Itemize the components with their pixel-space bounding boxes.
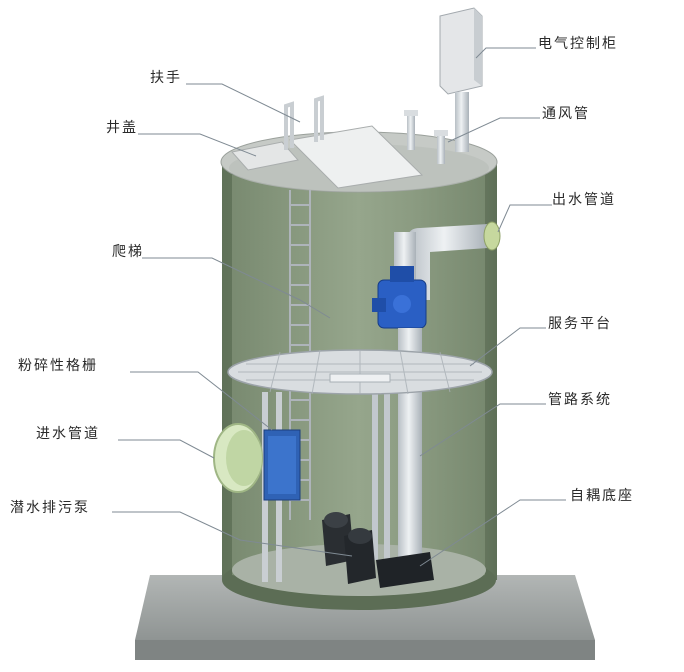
label-handrail: 扶手 [150,70,182,86]
label-grinding-grille: 粉碎性格栅 [18,358,98,374]
label-pipeline-system: 管路系统 [548,392,612,408]
inlet-pipe [213,423,263,493]
label-well-cover: 井盖 [106,120,138,136]
label-service-platform: 服务平台 [548,316,612,332]
leader-lines [112,47,566,567]
label-auto-coupling-base: 自耦底座 [570,488,634,504]
vent-pipes [404,110,448,164]
label-electrical-cabinet: 电气控制柜 [538,36,618,52]
label-ladder: 爬梯 [112,244,144,260]
label-vent-pipe: 通风管 [542,106,590,122]
check-valve [372,266,427,329]
label-inlet-pipe: 进水管道 [36,426,100,442]
label-submersible-pump: 潜水排污泵 [10,500,90,516]
handrail [284,95,324,150]
service-platform [227,349,493,395]
grinding-grille [262,392,301,582]
well-cover-panels [231,125,424,189]
label-outlet-pipe: 出水管道 [552,192,616,208]
